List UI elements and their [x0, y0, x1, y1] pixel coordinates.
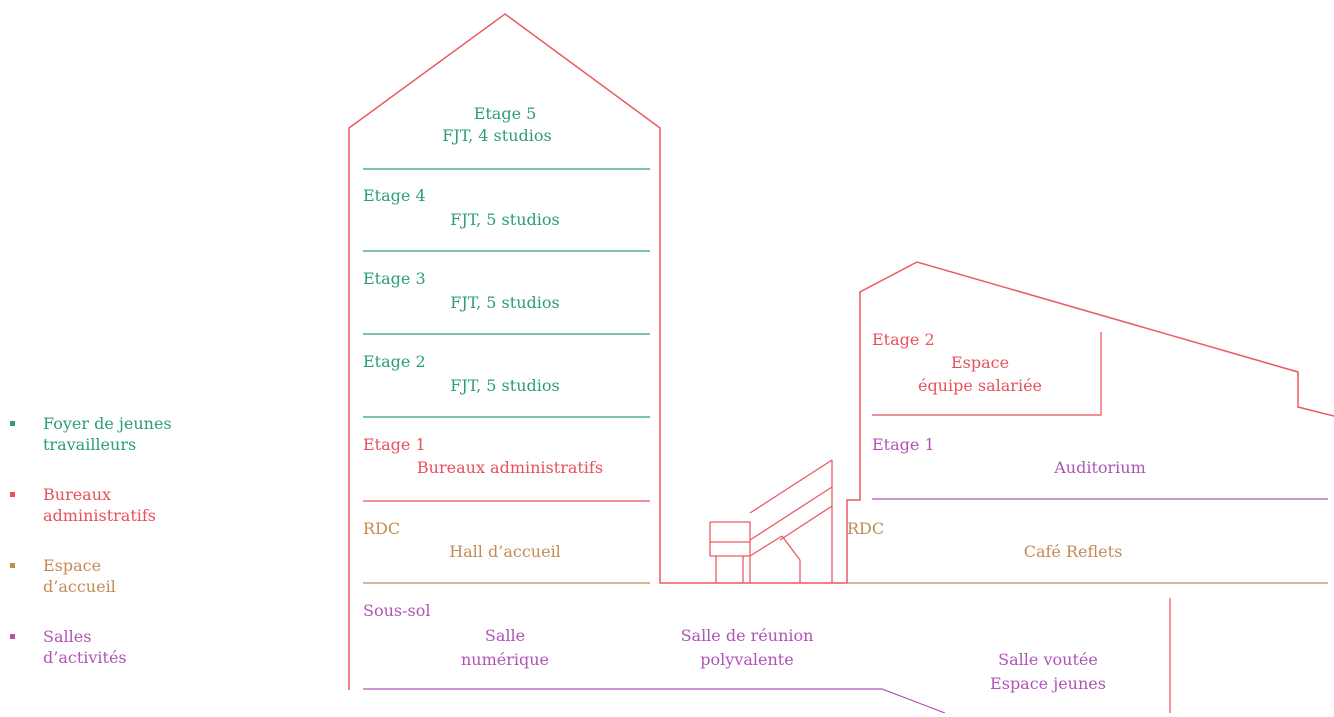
soussol-label-1: Salle [485, 626, 525, 645]
etage2-title: Etage 2 [363, 352, 426, 371]
annex-etage2-label-2: équipe salariée [918, 376, 1042, 395]
rdc-title: RDC [363, 519, 400, 538]
staircase-icon [709, 459, 833, 583]
legend-foyer-line1: Foyer de jeunes [43, 414, 172, 433]
annex-etage2-label-1: Espace [951, 353, 1009, 372]
vault-label-1: Salle voutée [998, 650, 1098, 669]
etage2-label: FJT, 5 studios [450, 376, 559, 395]
legend-swatch-tan [10, 563, 15, 568]
reunion-label-1: Salle de réunion [681, 626, 814, 645]
annex-etage1-title: Etage 1 [872, 435, 935, 454]
legend-foyer-line2: travailleurs [43, 435, 137, 454]
soussol-title: Sous-sol [363, 601, 430, 620]
floor-line-soussol [363, 688, 946, 714]
legend-bureaux-line1: Bureaux [43, 485, 112, 504]
tower-outline [348, 13, 1334, 690]
annex-rdc-title: RDC [847, 519, 884, 538]
etage5-label: FJT, 4 studios [442, 126, 551, 145]
soussol-label-2: numérique [461, 650, 549, 669]
vault-label-2: Espace jeunes [990, 674, 1106, 693]
reunion-label-2: polyvalente [700, 650, 793, 669]
etage4-label: FJT, 5 studios [450, 210, 559, 229]
etage3-label: FJT, 5 studios [450, 293, 559, 312]
annex-etage2-outline [872, 332, 1102, 416]
etage1-label: Bureaux administratifs [417, 458, 603, 477]
legend-swatch-green [10, 421, 15, 426]
etage1-title: Etage 1 [363, 435, 426, 454]
annex-etage2-title: Etage 2 [872, 330, 935, 349]
rdc-label: Hall d’accueil [449, 542, 561, 561]
legend-activites-line2: d’activités [43, 648, 127, 667]
legend-bureaux-line2: administratifs [43, 506, 156, 525]
etage4-title: Etage 4 [363, 186, 426, 205]
auditorium-label: Auditorium [1053, 458, 1146, 477]
etage3-title: Etage 3 [363, 269, 426, 288]
cafe-reflets-label: Café Reflets [1024, 542, 1123, 561]
legend-accueil-line2: d’accueil [43, 577, 116, 596]
legend-swatch-red [10, 492, 15, 497]
legend-swatch-purple [10, 634, 15, 639]
legend-activites-line1: Salles [43, 627, 92, 646]
legend-accueil-line1: Espace [43, 556, 102, 575]
etage5-title: Etage 5 [474, 104, 537, 123]
